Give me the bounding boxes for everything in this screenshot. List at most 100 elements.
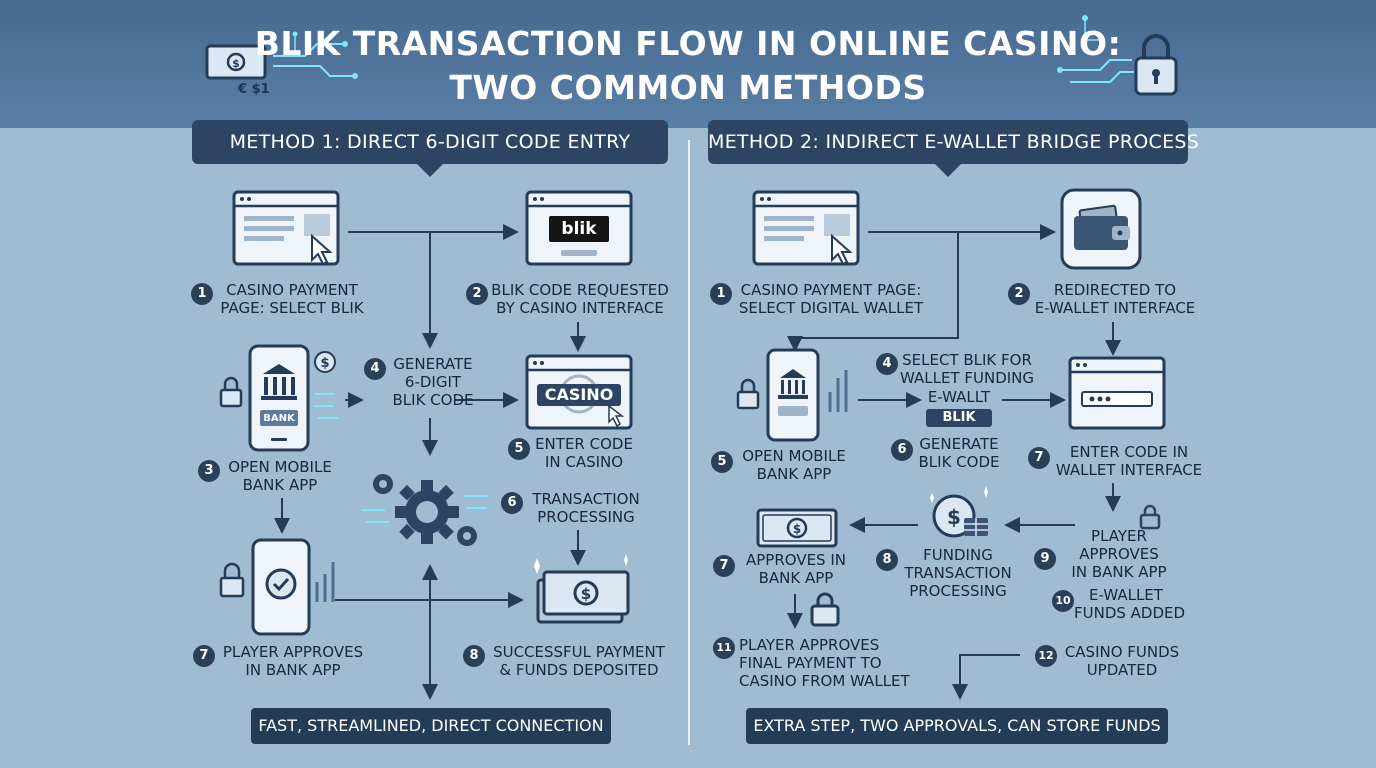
m2-step-9-label: PLAYER APPROVES IN BANK APP (1064, 527, 1174, 581)
m2-step-2-line-1: REDIRECTED TO (1053, 281, 1177, 299)
m1-step-5-line-2: IN CASINO (544, 453, 624, 471)
m1-blik-window-icon (525, 190, 633, 266)
m1-step-3-number: 3 (198, 460, 220, 482)
m2-banknote-icon: $ (756, 508, 838, 548)
m2-step-1-number: 1 (710, 283, 732, 305)
m2-padlock-icon (1139, 504, 1161, 530)
m2-step-8-line-1: FUNDING (923, 546, 993, 564)
m1-step-7-number: 7 (193, 645, 215, 667)
m1-step-8-label: SUCCESSFUL PAYMENT & FUNDS DEPOSITED (487, 643, 671, 679)
svg-text:$: $ (320, 356, 329, 371)
m1-banknote-icon: $ (534, 554, 630, 624)
column-divider (688, 140, 690, 745)
m1-casino-label: CASINO (544, 385, 614, 404)
m1-step-6-line-2: PROCESSING (537, 508, 635, 526)
m2-step-8-number: 8 (876, 549, 898, 571)
m1-step-4-line-3: BLIK CODE (392, 391, 474, 409)
m1-approve-smartphone-icon (219, 538, 335, 636)
method1-banner-label: METHOD 1: DIRECT 6-DIGIT CODE ENTRY (229, 131, 631, 153)
m2-wallet-interface-browser-icon (1068, 356, 1166, 430)
title-line-2: TWO COMMON METHODS (449, 68, 927, 107)
m2-step-4-number: 4 (876, 353, 898, 375)
svg-text:$: $ (581, 585, 591, 603)
m1-step-2-number: 2 (466, 283, 488, 305)
m1-step-6-line-1: TRANSACTION (532, 490, 640, 508)
m2-casino-page-browser-icon (752, 190, 860, 266)
m2-step-7-number: 7 (1028, 447, 1050, 469)
m2-step-5-number: 5 (711, 451, 733, 473)
m2-step-1-line-2: SELECT DIGITAL WALLET (738, 299, 924, 317)
m1-step-3-line-1: OPEN MOBILE (228, 458, 332, 476)
m1-step-8-line-1: SUCCESSFUL PAYMENT (493, 643, 665, 661)
m2-step-8-line-2: TRANSACTION (904, 564, 1012, 582)
method1-footer: FAST, STREAMLINED, DIRECT CONNECTION (251, 708, 611, 744)
m1-step-8-line-2: & FUNDS DEPOSITED (499, 661, 659, 679)
m2-step-11-line-3: CASINO FROM WALLET (739, 672, 910, 690)
m1-step-1-number: 1 (191, 283, 213, 305)
m2-step-5-line-1: OPEN MOBILE (742, 447, 846, 465)
method2-banner-label: METHOD 2: INDIRECT E-WALLET BRIDGE PROCE… (708, 131, 1200, 153)
method2-footer: EXTRA STEP, TWO APPROVALS, CAN STORE FUN… (746, 708, 1168, 744)
m2-step-7-label: ENTER CODE IN WALLET INTERFACE (1052, 443, 1206, 479)
m1-step-3-line-2: BANK APP (242, 476, 318, 494)
m1-step-7-line-1: PLAYER APPROVES (222, 643, 364, 661)
m2-step-6-label: GENERATE BLIK CODE (915, 435, 1003, 471)
m1-step-7-label: PLAYER APPROVES IN BANK APP (216, 643, 370, 679)
m2-step-10-number: 10 (1052, 590, 1074, 612)
header-banknote-icon: $ (205, 31, 358, 80)
title-line-1: BLIK TRANSACTION FLOW IN ONLINE CASINO: (254, 24, 1122, 63)
m2-step-1-line-1: CASINO PAYMENT PAGE: (740, 281, 922, 299)
m1-step-1-line-2: PAGE: SELECT BLIK (220, 299, 364, 317)
header-band: $ € $1 BLIK TRANSACTION FLOW IN ONLINE C… (0, 0, 1376, 128)
m2-step-12-line-2: UPDATED (1086, 661, 1158, 679)
m1-step-3-label: OPEN MOBILE BANK APP (218, 458, 342, 494)
m2-step-7b-line-1: APPROVES IN (746, 551, 846, 569)
method2-banner: METHOD 2: INDIRECT E-WALLET BRIDGE PROCE… (708, 120, 1199, 177)
m2-step-5-line-2: BANK APP (756, 465, 832, 483)
m2-step-12-number: 12 (1035, 645, 1057, 667)
m2-step-11-number: 11 (713, 637, 735, 659)
m2-step-9-line-2: APPROVES (1079, 545, 1159, 563)
m2-step-5-label: OPEN MOBILE BANK APP (736, 447, 852, 483)
m1-step-8-number: 8 (463, 645, 485, 667)
m2-smartphone-bank-icon (736, 348, 848, 442)
m2-step-2-number: 2 (1008, 283, 1030, 305)
m1-step-2-label: BLIK CODE REQUESTED BY CASINO INTERFACE (490, 281, 670, 317)
m2-step-11-line-1: PLAYER APPROVES (739, 636, 880, 654)
m1-blik-logo: blik (561, 219, 597, 239)
m2-step-12-label: CASINO FUNDS UPDATED (1060, 643, 1184, 679)
m1-step-6-number: 6 (501, 492, 523, 514)
m1-step-6-label: TRANSACTION PROCESSING (526, 490, 646, 526)
m1-step-4-line-1: GENERATE (393, 355, 473, 373)
m1-step-4-line-2: 6-DIGIT (404, 373, 462, 391)
method2-banner-notch (934, 163, 962, 177)
m2-wallet-icon (1060, 188, 1142, 270)
m2-step-7b-label: APPROVES IN BANK APP (737, 551, 855, 587)
method1-banner-notch (416, 163, 444, 177)
m2-step-8-label: FUNDING TRANSACTION PROCESSING (898, 546, 1018, 600)
m1-step-5-number: 5 (508, 438, 530, 460)
m2-step-1-label: CASINO PAYMENT PAGE: SELECT DIGITAL WALL… (733, 281, 929, 317)
m1-bank-label: BANK (263, 413, 295, 424)
m2-step-7b-number: 7 (713, 555, 735, 577)
m2-step-6-line-2: BLIK CODE (918, 453, 1000, 471)
m2-blik-badge: BLIK (926, 409, 992, 427)
m2-step-12-line-1: CASINO FUNDS (1064, 643, 1180, 661)
m2-step-6-line-1: GENERATE (919, 435, 999, 453)
header-coin-text: € $1 (238, 82, 270, 97)
m1-smartphone-bank-icon: $ (219, 344, 339, 452)
m2-step-7-line-2: WALLET INTERFACE (1055, 461, 1203, 479)
m2-step-4-label: SELECT BLIK FOR WALLET FUNDING (896, 351, 1038, 387)
m2-step-2-label: REDIRECTED TO E-WALLET INTERFACE (1030, 281, 1200, 317)
m2-step-9-line-1: PLAYER (1091, 527, 1147, 545)
m1-gear-processing-icon (361, 474, 489, 546)
m1-step-2-line-1: BLIK CODE REQUESTED (491, 281, 669, 299)
m2-ewallet-label: E-WALLT (927, 388, 991, 406)
m2-step-7-line-1: ENTER CODE IN (1069, 443, 1189, 461)
page-title: BLIK TRANSACTION FLOW IN ONLINE CASINO: … (0, 22, 1376, 110)
m1-step-1-line-1: CASINO PAYMENT (226, 281, 358, 299)
m2-step-7b-line-2: BANK APP (758, 569, 834, 587)
m2-final-padlock-icon (810, 592, 840, 627)
svg-text:$: $ (232, 57, 240, 70)
